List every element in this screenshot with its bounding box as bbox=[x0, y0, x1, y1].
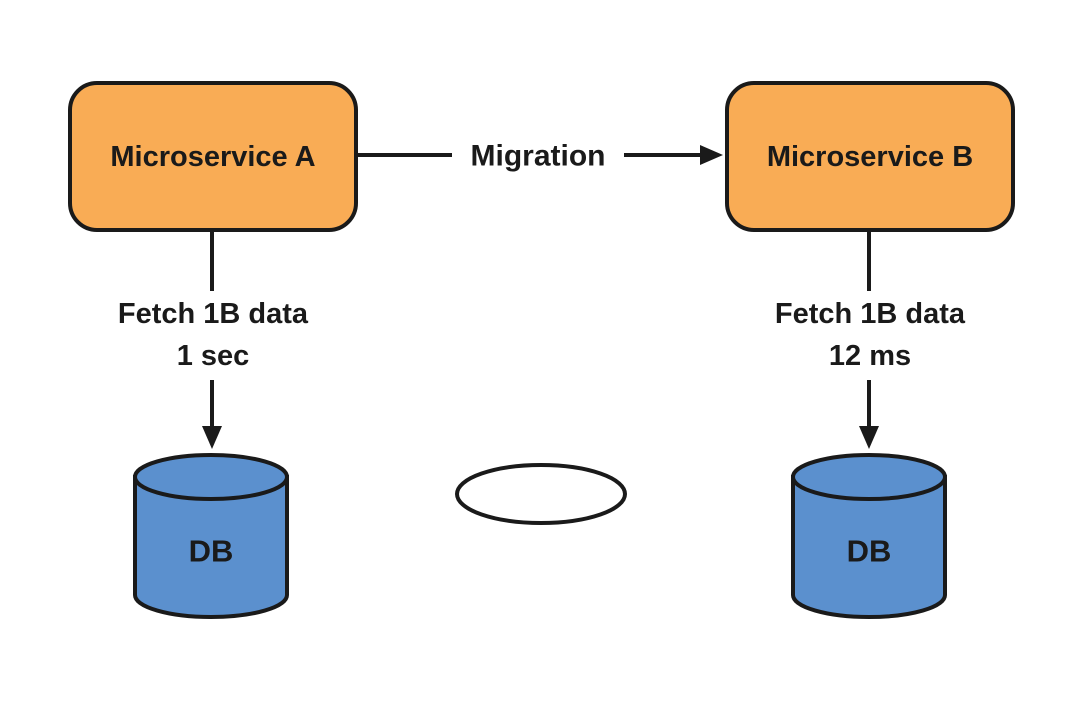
db-b-label: DB bbox=[847, 534, 892, 569]
service-b-label: Microservice B bbox=[767, 141, 973, 173]
db-b-cylinder-top bbox=[791, 453, 947, 501]
service-a-label: Microservice A bbox=[110, 141, 315, 173]
migration-arrowhead-icon bbox=[700, 145, 723, 165]
node-db-a: DB bbox=[133, 453, 289, 619]
db-a-cylinder-body bbox=[133, 475, 289, 619]
edge-fetch-a: Fetch 1B data 1 sec bbox=[118, 230, 309, 449]
fetch-b-arrowhead-icon bbox=[859, 426, 879, 449]
fetch-b-label-line1: Fetch 1B data bbox=[775, 298, 966, 330]
edge-fetch-b: Fetch 1B data 12 ms bbox=[775, 230, 966, 449]
fetch-a-arrowhead-icon bbox=[202, 426, 222, 449]
db-b-cylinder-body bbox=[791, 475, 947, 619]
empty-ellipse-placeholder bbox=[455, 463, 627, 525]
fetch-a-label-line1: Fetch 1B data bbox=[118, 298, 309, 330]
db-a-cylinder-top bbox=[133, 453, 289, 501]
fetch-b-label-line2: 12 ms bbox=[829, 340, 911, 372]
db-a-label: DB bbox=[189, 534, 234, 569]
fetch-a-label-line2: 1 sec bbox=[177, 340, 250, 372]
node-db-b: DB bbox=[791, 453, 947, 619]
node-service-b: Microservice B bbox=[725, 81, 1015, 232]
edge-migration: Migration bbox=[356, 140, 723, 173]
node-service-a: Microservice A bbox=[68, 81, 358, 232]
migration-label: Migration bbox=[471, 140, 606, 173]
